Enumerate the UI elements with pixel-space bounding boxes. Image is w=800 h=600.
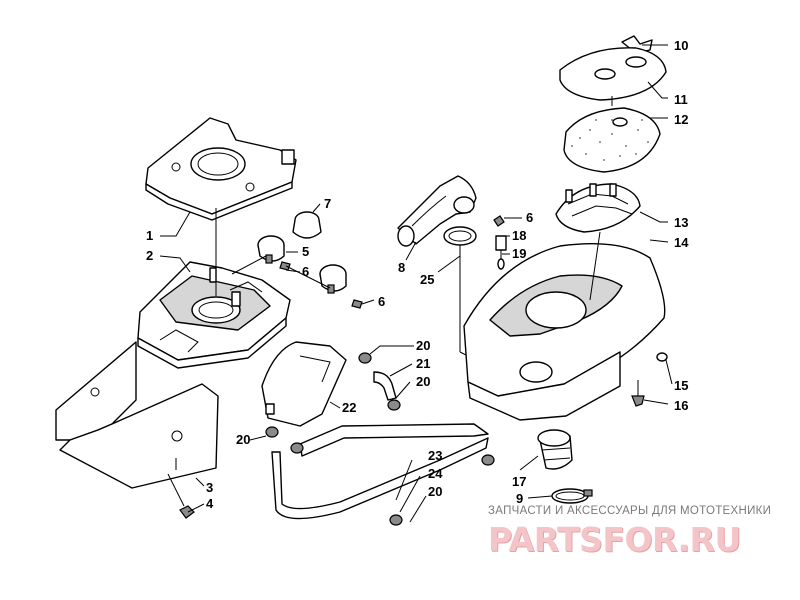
part-8-intake-tube	[397, 175, 477, 247]
part-24-hose	[299, 423, 489, 457]
callout-6: 6	[302, 264, 309, 279]
watermark-subtitle: ЗАПЧАСТИ И АКСЕССУАРЫ ДЛЯ МОТОТЕХНИКИ	[488, 505, 772, 517]
part-12-foam-filter	[563, 107, 661, 173]
part-18-fitting	[495, 235, 507, 260]
callout-25: 25	[420, 272, 434, 287]
part-22-canister	[261, 341, 347, 427]
callout-14: 14	[674, 235, 689, 250]
part-3-bracket	[55, 341, 219, 489]
part-20-hose-clamps	[265, 352, 495, 526]
callout-6: 6	[378, 294, 385, 309]
callout-19: 19	[512, 246, 526, 261]
part-21-hose	[373, 371, 397, 401]
part-11-filter-cover	[559, 47, 667, 101]
callout-11: 11	[674, 92, 688, 107]
callout-12: 12	[674, 112, 688, 127]
callout-20: 20	[416, 374, 430, 389]
callout-21: 21	[416, 356, 430, 371]
callout-5: 5	[302, 244, 309, 259]
part-16-bolt	[631, 380, 645, 407]
part-14-airbox	[463, 231, 666, 421]
callout-20: 20	[416, 338, 430, 353]
callout-18: 18	[512, 228, 526, 243]
part-19-washer	[497, 258, 505, 270]
callout-6: 6	[526, 210, 533, 225]
part-23-hose	[271, 437, 489, 520]
watermark-brand: PARTSFOR.RU	[488, 520, 741, 559]
callout-9: 9	[516, 491, 523, 506]
part-17-boot	[537, 429, 573, 470]
callout-23: 23	[428, 448, 442, 463]
part-2-airbox-tray	[137, 208, 291, 369]
callout-17: 17	[512, 474, 526, 489]
callout-20: 20	[236, 432, 250, 447]
callout-20: 20	[428, 484, 442, 499]
part-5-clamp-upper	[257, 235, 285, 264]
callout-7: 7	[324, 196, 331, 211]
callout-13: 13	[674, 215, 688, 230]
part-1-cover-plate	[145, 117, 297, 221]
callout-labels: 10 11 12 13 14 7 1 2 5 6 6 6 8 25 18 19 …	[146, 38, 689, 511]
part-9-clamp	[551, 488, 593, 504]
part-15-grommet	[656, 352, 668, 362]
callout-16: 16	[674, 398, 688, 413]
callout-2: 2	[146, 248, 153, 263]
callout-4: 4	[206, 496, 214, 511]
part-7-coupler	[292, 211, 322, 239]
callout-15: 15	[674, 378, 688, 393]
callout-22: 22	[342, 400, 356, 415]
part-4-screw	[167, 473, 195, 519]
callout-10: 10	[674, 38, 688, 53]
callout-3: 3	[206, 480, 213, 495]
callout-leaders	[159, 44, 673, 523]
part-6-screws	[231, 215, 505, 309]
callout-24: 24	[428, 466, 443, 481]
callout-1: 1	[146, 228, 153, 243]
callout-8: 8	[398, 260, 405, 275]
part-13-filter-cage	[555, 96, 641, 233]
part-5-clamp-lower	[319, 264, 347, 294]
